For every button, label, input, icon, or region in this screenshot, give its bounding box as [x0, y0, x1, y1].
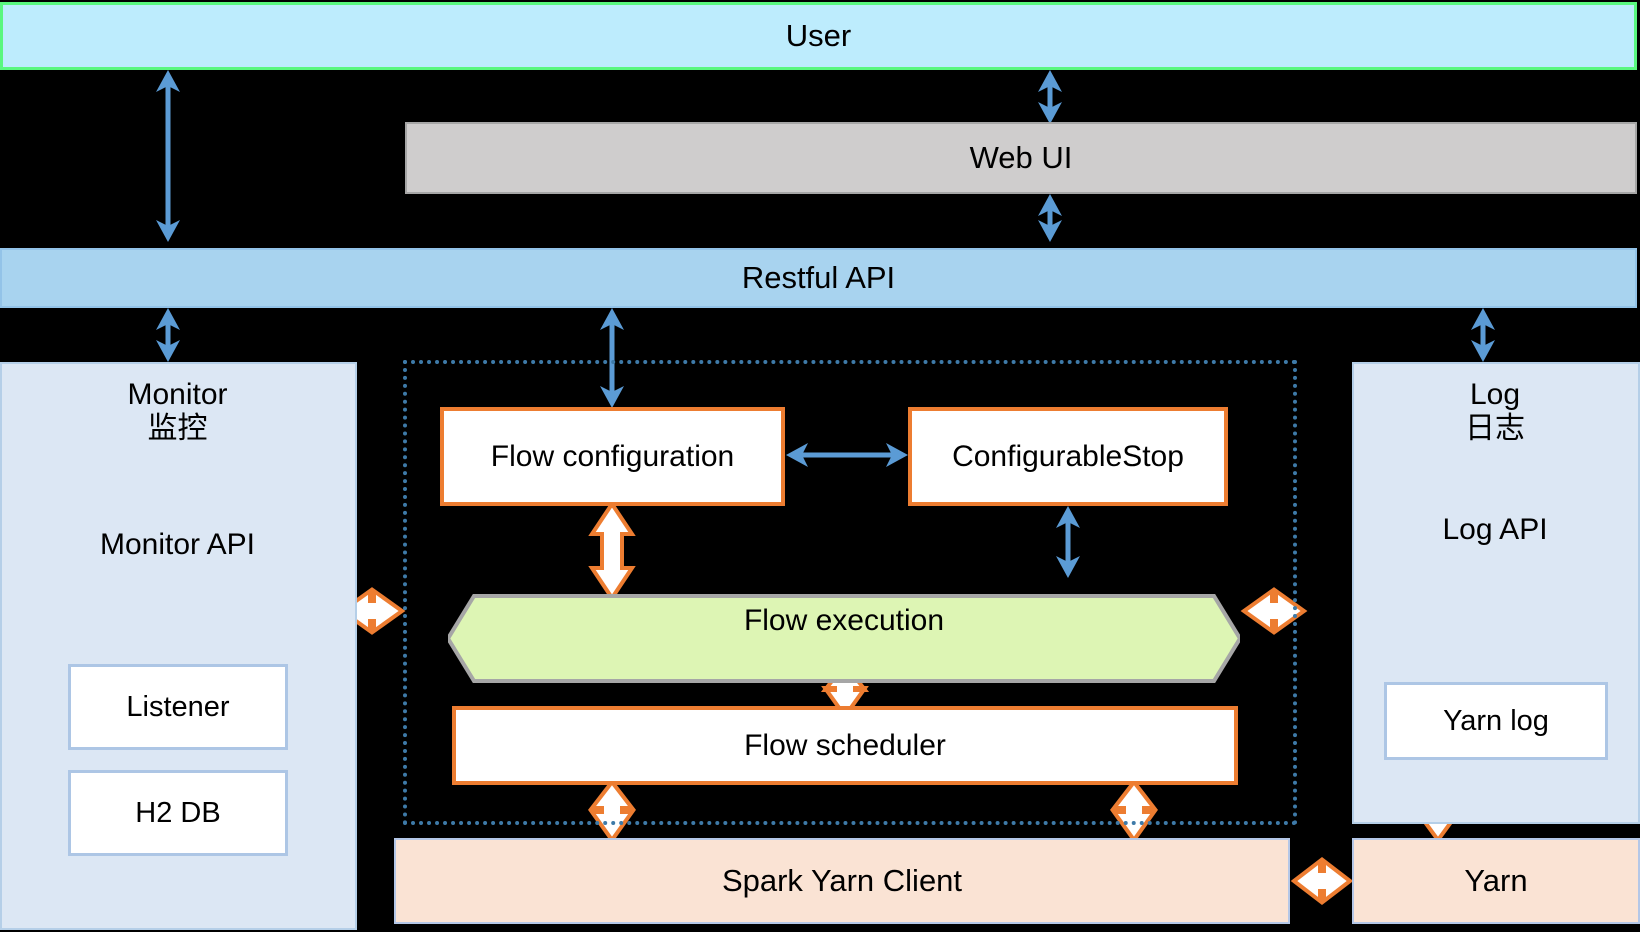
restful-api-box[interactable]: Restful API — [0, 248, 1637, 308]
monitor-title: Monitor 监控 — [127, 378, 228, 445]
yarn-log-box[interactable]: Yarn log — [1384, 682, 1608, 760]
flow-scheduler-box[interactable]: Flow scheduler — [452, 706, 1238, 785]
monitor-api-label: Monitor API — [99, 528, 256, 562]
log-title: Log 日志 — [1465, 378, 1525, 445]
core-engine-dotted-container — [403, 360, 1297, 825]
h2-db-box[interactable]: H2 DB — [68, 770, 288, 856]
web-ui-box[interactable]: Web UI — [405, 122, 1637, 194]
connector-restful-monitor — [156, 308, 180, 362]
configurable-stop-box[interactable]: ConfigurableStop — [908, 407, 1228, 506]
user-box[interactable]: User — [0, 2, 1637, 70]
listener-box[interactable]: Listener — [68, 664, 288, 750]
spark-yarn-client-box[interactable]: Spark Yarn Client — [394, 838, 1290, 924]
yarn-box[interactable]: Yarn — [1352, 838, 1640, 924]
log-api-label: Log API — [1442, 513, 1548, 547]
connector-user-restful — [156, 70, 180, 242]
flow-execution-label: Flow execution — [743, 603, 945, 637]
flow-execution-hexagon[interactable] — [448, 576, 1240, 683]
connector-spark-yarn — [1290, 856, 1354, 906]
connector-webui-restful — [1038, 194, 1062, 242]
connector-user-webui — [1038, 70, 1062, 124]
connector-restful-log — [1471, 308, 1495, 362]
flow-configuration-box[interactable]: Flow configuration — [440, 407, 785, 506]
